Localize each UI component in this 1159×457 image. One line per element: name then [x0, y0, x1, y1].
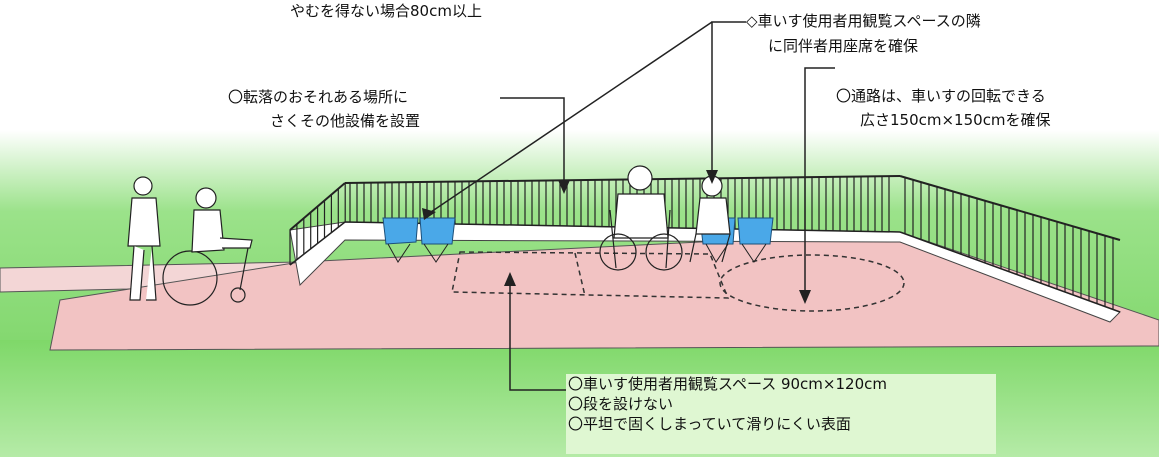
label-fence-line1: 〇転落のおそれある場所に [228, 88, 409, 106]
wheelchair-space-divider [574, 252, 586, 297]
leader-lines [427, 21, 835, 391]
label-minimum-width: やむを得ない場合80cm以上 [290, 2, 482, 20]
requirements-box: 〇車いす使用者用観覧スペース 90cm×120cm 〇段を設けない 〇平坦で固く… [566, 374, 996, 454]
label-passage-line2: 広さ150cm×150cmを確保 [860, 111, 1051, 129]
requirement-space-size: 〇車いす使用者用観覧スペース 90cm×120cm [568, 375, 887, 393]
caregiver-person [127, 176, 161, 301]
requirement-surface: 〇平坦で固くしまっていて滑りにくい表面 [568, 415, 851, 433]
label-fence-line2: さくその他設備を設置 [270, 112, 421, 130]
label-companion-seat-line2: に同伴者用座席を確保 [768, 37, 919, 55]
companion-seats-left [382, 217, 456, 263]
turning-circle [719, 254, 905, 312]
wheelchair-user-left [162, 187, 253, 306]
label-passage-line1: 〇通路は、車いすの回転できる [836, 87, 1046, 105]
companion-person [689, 175, 731, 263]
wheelchair-space-outline [451, 251, 730, 299]
label-companion-seat-line1: ◇車いす使用者用観覧スペースの隣 [746, 12, 981, 30]
requirement-no-steps: 〇段を設けない [568, 395, 674, 413]
arrowheads [422, 170, 811, 304]
wheelchair-user-center [599, 165, 683, 271]
